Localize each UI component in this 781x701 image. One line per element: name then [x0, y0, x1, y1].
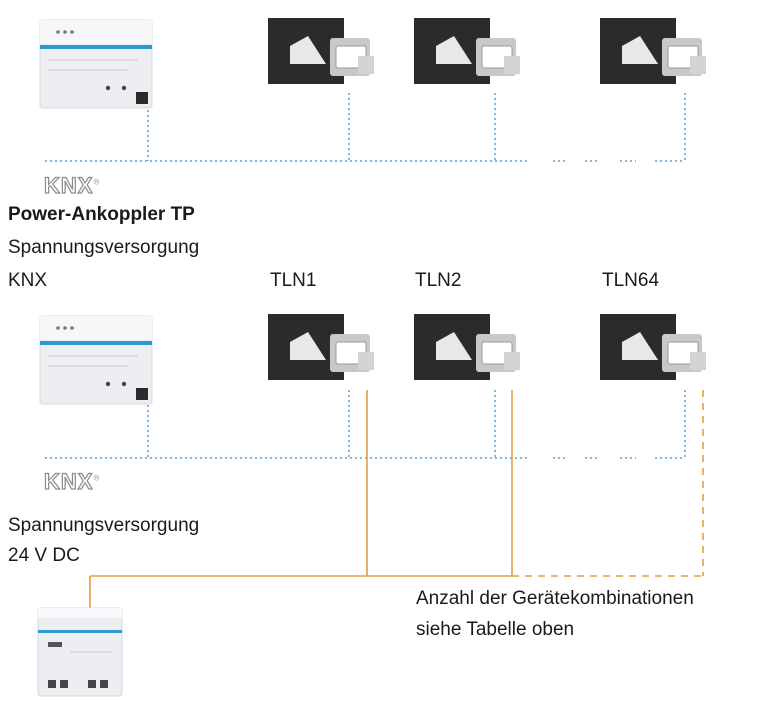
participant-device-top-1 [268, 18, 374, 84]
top-bus-line [45, 93, 686, 162]
knx-logo-top: KNX® [43, 172, 101, 198]
participant-device-tln1 [268, 314, 374, 380]
participant-label-tln2: TLN2 [415, 270, 462, 291]
power-coupler-device-bottom [39, 315, 153, 405]
power-coupler-title: Power-Ankoppler TP [8, 204, 195, 225]
knx-logo-bottom: KNX® [43, 468, 101, 494]
power-coupler-label-line1: Spannungsversorgung [8, 237, 200, 258]
participant-label-tln64: TLN64 [602, 270, 660, 291]
supply-24v-label-line1: Spannungsversorgung [8, 515, 200, 536]
device-count-note-line1: Anzahl der Gerätekombinationen [416, 588, 694, 609]
power-supply-lines [89, 390, 513, 612]
din-rail-24v-supply-icon [37, 607, 123, 697]
participant-device-top-3 [600, 18, 706, 84]
participant-device-tln2 [414, 314, 520, 380]
bottom-bus-line [45, 390, 686, 459]
power-supply-lines-optional [512, 390, 704, 577]
participant-device-top-2 [414, 18, 520, 84]
device-count-note-line2: siehe Tabelle oben [416, 619, 575, 640]
supply-24v-label-line2: 24 V DC [8, 545, 80, 566]
power-coupler-label-line2: KNX [8, 270, 48, 291]
participant-label-tln1: TLN1 [270, 270, 317, 291]
participant-device-tln64 [600, 314, 706, 380]
power-coupler-device-top [39, 19, 153, 109]
